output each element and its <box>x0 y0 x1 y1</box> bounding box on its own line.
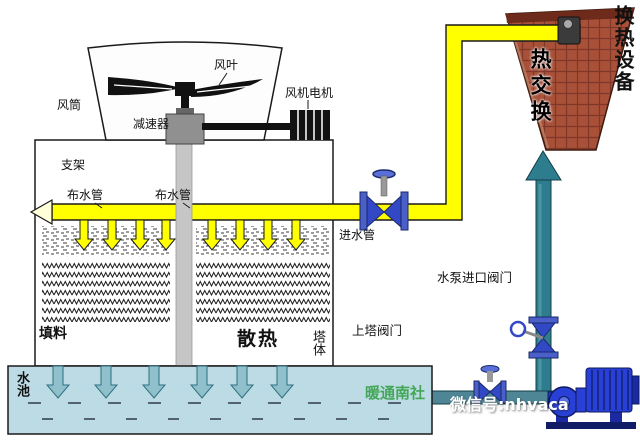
inlet-pipe-valve <box>359 169 409 231</box>
label-fill-material: 填料 <box>39 326 67 342</box>
gearbox-flange <box>176 108 194 114</box>
fan-assembly <box>87 41 330 145</box>
label-fan-motor: 风机电机 <box>285 86 334 100</box>
cold-water-riser-pipe <box>525 150 562 401</box>
label-dist-pipe-left: 布水管 <box>67 188 104 202</box>
fan-blade-right <box>191 79 263 97</box>
fan-blade-left <box>108 77 181 96</box>
label-tower-body: 塔体 <box>309 330 325 356</box>
watermark-brand: 暖通南社 <box>365 384 426 402</box>
label-heat-exchange: 热交换 <box>528 48 553 126</box>
water-pool <box>7 365 433 435</box>
pump-motor <box>585 367 633 413</box>
label-pump-inlet-valve: 水泵进口阀门 <box>437 270 513 285</box>
watermark-wechat: 微信号:nhvaca <box>450 395 569 414</box>
label-water-pool: 水池 <box>13 371 29 397</box>
riser-pipe-valve <box>509 316 559 359</box>
label-fan-blade: 风叶 <box>214 58 239 72</box>
fan-hub <box>175 82 195 96</box>
heat-exchanger <box>505 7 635 151</box>
fill-material-zone <box>42 260 330 322</box>
label-inlet-pipe: 进水管 <box>339 228 376 242</box>
pool-inflow-arrows <box>45 365 295 399</box>
water-pump <box>546 367 640 429</box>
label-support: 支架 <box>61 158 86 172</box>
motor-shaft <box>202 123 290 130</box>
label-heat-dissipation: 散热 <box>237 328 280 350</box>
exchanger-inlet-fitting <box>557 16 581 45</box>
label-fan-duct: 风筒 <box>57 98 82 112</box>
label-reducer: 减速器 <box>133 117 170 131</box>
label-dist-pipe-right: 布水管 <box>155 188 192 202</box>
flow-arrow-up <box>525 150 562 181</box>
fan-motor-coil <box>290 110 330 140</box>
label-heat-exchange-equipment: 换热设备 <box>611 5 635 93</box>
gearbox <box>165 113 205 145</box>
pump-inlet-valve-graphic <box>473 365 507 404</box>
label-to-tower-valve: 上塔阀门 <box>352 323 403 338</box>
drive-shaft <box>175 143 193 367</box>
flow-arrow-into-tower <box>29 198 53 226</box>
spray-arrows <box>73 219 307 251</box>
